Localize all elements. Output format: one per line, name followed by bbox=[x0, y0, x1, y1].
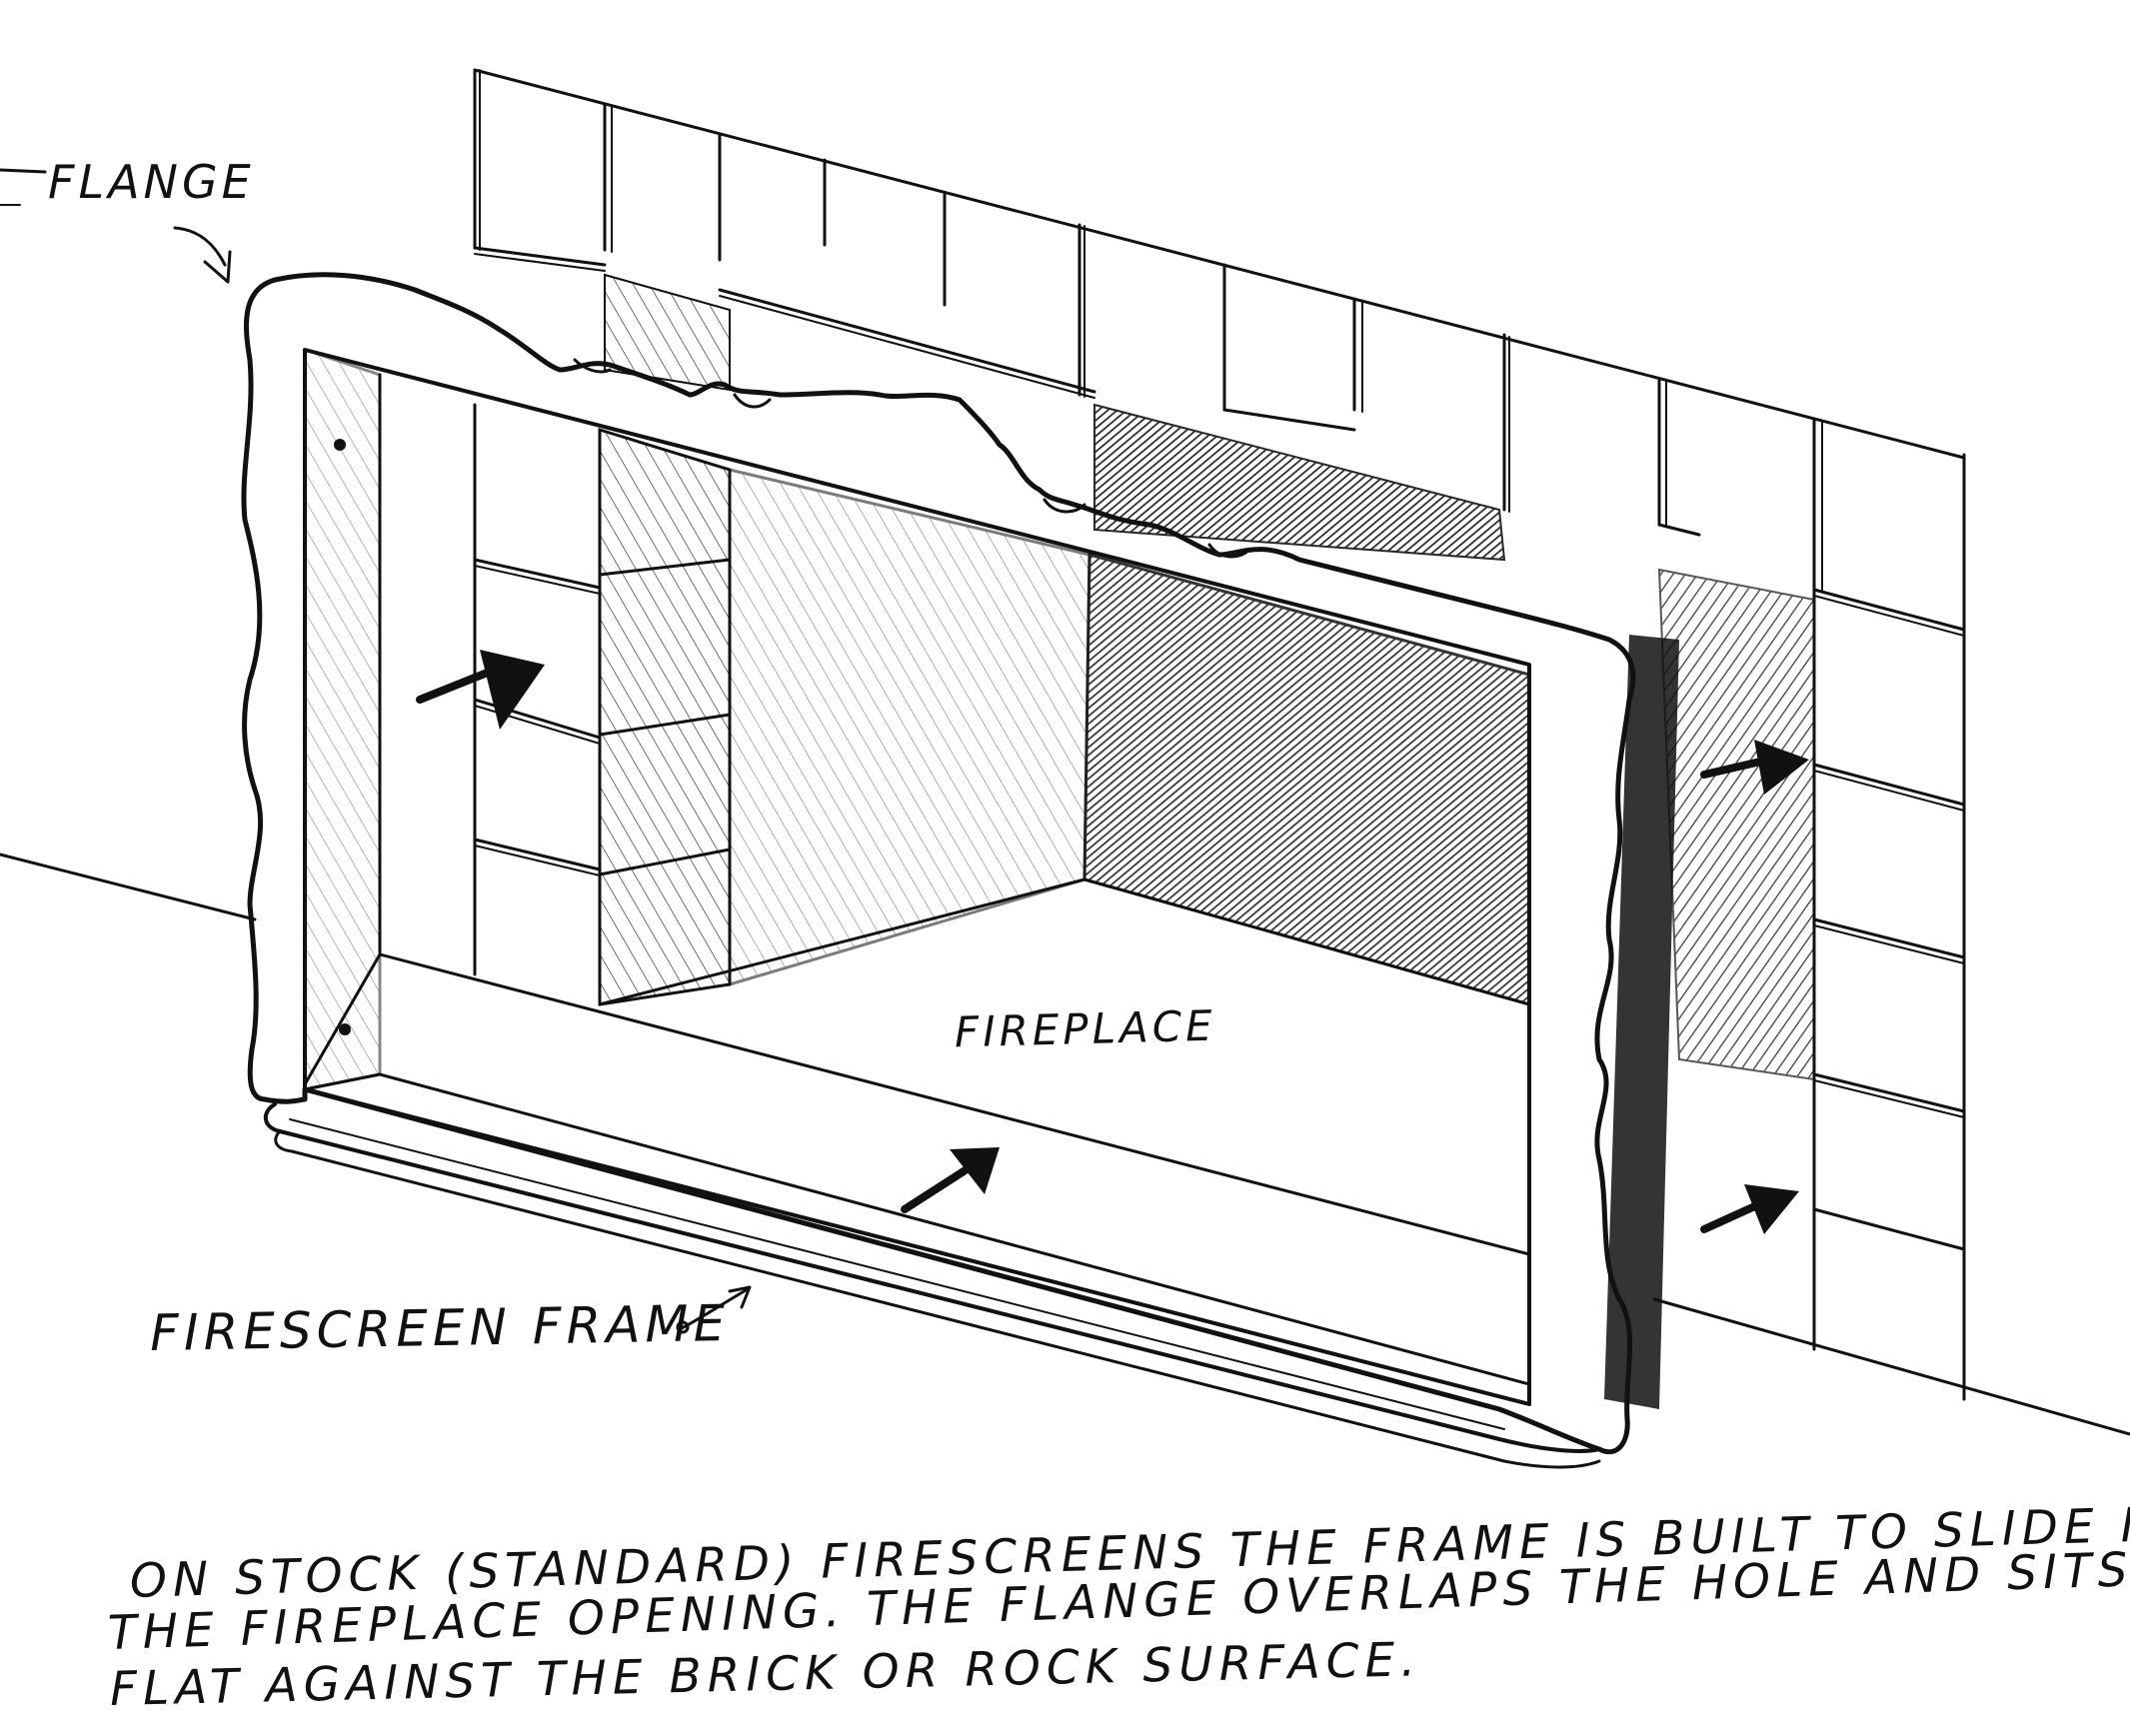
shaded-bricks bbox=[604, 273, 1815, 1409]
flange-outline bbox=[241, 272, 1636, 1455]
arrow-left-frame bbox=[416, 650, 545, 730]
fireplace-label: FIREPLACE bbox=[954, 1000, 1217, 1057]
arrow-right-upper bbox=[1700, 740, 1809, 795]
hearth-sill bbox=[263, 1102, 1601, 1469]
arrow-bottom-frame bbox=[901, 1147, 1000, 1213]
fireplace-interior bbox=[598, 427, 1531, 1006]
floor-line bbox=[0, 853, 2130, 1436]
firescreen-frame bbox=[303, 347, 1531, 1406]
flange-label: FLANGE bbox=[48, 155, 255, 209]
firescreen-frame-label: FIRESCREEN FRAME bbox=[149, 1293, 731, 1363]
arrow-right-lower bbox=[1700, 1184, 1799, 1234]
leader-lines bbox=[0, 168, 752, 1334]
